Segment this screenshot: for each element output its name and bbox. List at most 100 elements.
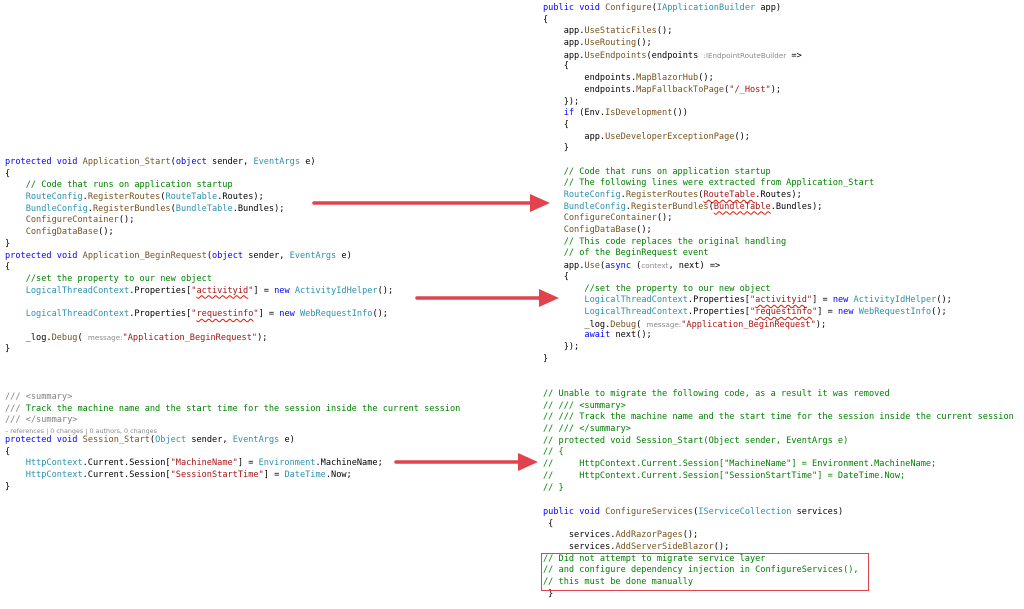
- code-token: // }: [543, 482, 564, 493]
- code-token: .Current.Session[: [82, 470, 171, 481]
- code-token: IsDevelopment: [605, 108, 673, 119]
- code-token: [543, 248, 564, 258]
- code-token: // /// <summary>: [543, 400, 626, 411]
- code-line: services.AddServerSideBlazor();: [543, 542, 859, 554]
- right-configure-services-code: public void ConfigureServices(IServiceCo…: [543, 507, 859, 601]
- code-token: activityid: [196, 285, 249, 296]
- code-line: HttpContext.Current.Session["MachineName…: [5, 458, 460, 470]
- code-token: void: [56, 435, 78, 446]
- code-token: });: [543, 341, 580, 352]
- code-token: {: [5, 262, 11, 273]
- code-token: // Unable to migrate the following code,…: [543, 389, 890, 399]
- code-token: .: [82, 192, 88, 203]
- code-line: // The following lines were extracted fr…: [543, 178, 952, 190]
- code-token: "/_Host": [729, 84, 771, 95]
- code-token: ": [253, 308, 259, 319]
- code-token: {: [543, 14, 549, 25]
- code-line: app.UseDeveloperExceptionPage();: [543, 132, 952, 144]
- code-token: [5, 458, 26, 468]
- code-token: e): [336, 250, 352, 261]
- code-token: Session_Start: [82, 435, 150, 446]
- code-token: }: [5, 238, 11, 249]
- code-token: {: [5, 446, 11, 457]
- code-line: ConfigureContainer();: [543, 213, 952, 225]
- code-token: services): [791, 507, 844, 517]
- code-token: // This code replaces the original handl…: [563, 236, 787, 247]
- code-token: }: [543, 353, 549, 364]
- code-token: DateTime: [284, 470, 326, 481]
- code-token: protected: [5, 157, 52, 167]
- code-line: BundleConfig.RegisterBundles(BundleTable…: [543, 202, 952, 214]
- code-token: BundleConfig: [563, 201, 626, 212]
- code-token: ();: [656, 26, 673, 37]
- code-token: app.: [543, 261, 585, 272]
- code-token: IServiceCollection: [698, 507, 792, 517]
- code-token: ConfigDataBase: [25, 227, 99, 238]
- code-line: app.UseEndpoints(endpoints :IEndpointRou…: [543, 50, 952, 62]
- code-token: AddRazorPages: [615, 530, 683, 541]
- code-token: });: [543, 96, 580, 107]
- code-token: (: [651, 3, 657, 13]
- code-token: ] =: [817, 306, 838, 317]
- code-token: LogicalThreadContext: [584, 295, 688, 306]
- code-token: e): [300, 157, 316, 167]
- code-token: }: [543, 143, 569, 154]
- code-line: // {: [543, 447, 1014, 459]
- code-token: ": [191, 308, 197, 319]
- code-line: //set the property to our new object: [543, 284, 952, 296]
- code-token: UseStaticFiles: [584, 26, 657, 37]
- code-token: [5, 215, 26, 225]
- code-token: );: [815, 319, 827, 330]
- code-line: protected void Application_Start(object …: [5, 157, 393, 169]
- code-line: });: [543, 342, 952, 354]
- code-token: ConfigureServices: [605, 507, 694, 517]
- code-line: }: [5, 482, 460, 494]
- code-token: (: [170, 157, 176, 167]
- code-token: "Application_BeginRequest": [681, 319, 816, 330]
- code-token: (endpoints: [646, 50, 704, 61]
- code-line: // /// </summary>: [543, 424, 1014, 436]
- code-token: ();: [636, 225, 652, 236]
- code-token: ] =: [258, 308, 280, 319]
- code-token: (: [724, 84, 730, 95]
- code-line: ConfigDataBase();: [543, 225, 952, 237]
- code-token: ();: [118, 215, 135, 226]
- code-token: next();: [610, 330, 652, 341]
- code-line: public void Configure(IApplicationBuilde…: [543, 3, 952, 15]
- code-token: ": [248, 285, 254, 296]
- code-token: (: [708, 201, 714, 212]
- code-line: [5, 321, 393, 333]
- code-token: if: [563, 108, 575, 119]
- code-token: RegisterRoutes: [625, 190, 699, 200]
- code-token: ] =: [263, 470, 285, 481]
- code-token: message:: [87, 333, 123, 343]
- code-token: {: [543, 119, 569, 130]
- code-token: activityid: [755, 295, 807, 306]
- code-token: BundleTable: [175, 203, 233, 214]
- code-line: // Unable to migrate the following code,…: [543, 389, 1014, 401]
- code-token: "Application_BeginRequest": [122, 333, 258, 344]
- code-token: // /// </summary>: [543, 424, 631, 435]
- code-token: Debug: [610, 319, 637, 330]
- code-token: .Current.Session[: [82, 458, 171, 469]
- code-token: ///: [5, 403, 26, 414]
- code-token: LogicalThreadContext: [584, 306, 688, 317]
- code-token: new: [274, 285, 290, 296]
- code-token: {: [543, 518, 554, 529]
- code-line: LogicalThreadContext.Properties["request…: [5, 309, 393, 321]
- code-line: // /// <summary>: [543, 401, 1014, 413]
- code-line: // Code that runs on application startup: [543, 167, 952, 179]
- code-line: RouteConfig.RegisterRoutes(RouteTable.Ro…: [5, 192, 393, 204]
- code-token: (: [631, 261, 642, 272]
- code-line: {: [543, 519, 859, 531]
- code-token: /// <summary>: [5, 392, 73, 402]
- code-line: /// <summary>: [5, 392, 460, 404]
- code-token: Configure: [605, 3, 652, 13]
- code-token: BundleConfig: [25, 203, 88, 214]
- code-token: "SessionStartTime": [170, 470, 264, 481]
- code-token: Use: [584, 261, 600, 272]
- code-line: // of the BeginRequest event: [543, 248, 952, 260]
- code-line: services.AddRazorPages();: [543, 530, 859, 542]
- code-token: EventArgs: [253, 157, 301, 167]
- code-line: // and configure dependency injection in…: [543, 565, 859, 577]
